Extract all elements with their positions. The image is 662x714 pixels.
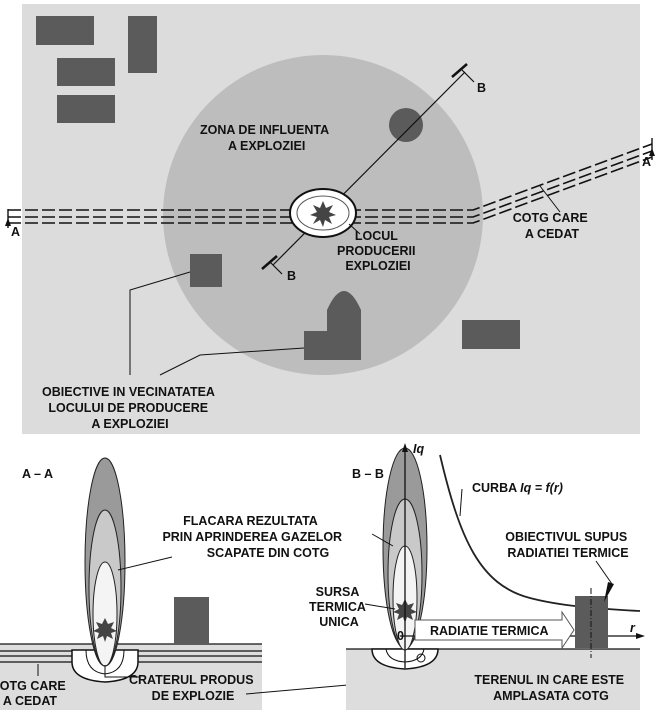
section-arrow-a-left [5, 218, 11, 226]
ground-label: TERENUL IN CARE ESTE AMPLASATA COTG [474, 673, 627, 703]
flame-leader [117, 556, 173, 571]
explosion-leader [348, 223, 361, 235]
x-axis-arrow [636, 633, 645, 639]
source-point-marker [416, 653, 426, 663]
building [57, 95, 115, 123]
crater-leader-left [104, 665, 140, 678]
building [462, 320, 520, 349]
radiation-label: RADIATIE TERMICA [430, 624, 549, 638]
section-aa-explosion-star-icon [93, 618, 117, 642]
zone-label: ZONA DE INFLUENTA A EXPLOZIEI [200, 123, 332, 153]
section-aa: A – A FLACARA REZULTATA PRIN APRINDEREA … [0, 457, 406, 710]
pipe-leader [539, 185, 561, 213]
section-arrow-b-bottom [269, 261, 283, 275]
flame-label: FLACARA REZULTATA PRIN APRINDEREA GAZELO… [162, 514, 345, 560]
y-axis-arrow [402, 443, 408, 452]
radiation-arrow [414, 610, 575, 650]
target-leader [595, 560, 613, 585]
y-axis-label: Iq [413, 442, 424, 456]
section-b-label-top: B [477, 81, 486, 95]
curve-label-prefix: CURBA [472, 481, 520, 495]
building-round [389, 108, 423, 142]
curve-leader [459, 488, 463, 517]
pipeline [8, 143, 653, 224]
section-arrow-a-right [649, 148, 655, 156]
origin-label: 0 [397, 629, 404, 643]
source-q-leader [371, 533, 394, 547]
explosion-site-inner [296, 195, 350, 231]
section-a-label-left: A [11, 225, 20, 239]
section-arrow-b-top [461, 69, 475, 83]
source-leader [364, 603, 396, 610]
curve-label: CURBA Iq = f(r) [472, 481, 563, 495]
section-tick-b-bottom [261, 255, 278, 270]
source-label: SURSA TERMICA UNICA [309, 585, 369, 629]
target-label: OBIECTIVUL SUPUS RADIATIEI TERMICE [505, 530, 631, 560]
section-aa-flame-inner [92, 561, 118, 667]
crater-label: CRATERUL PRODUS DE EXPLOZIE [129, 673, 257, 703]
section-aa-building [174, 597, 209, 644]
building [304, 331, 361, 360]
building [190, 254, 222, 287]
plan-view: B B A A ZONA DE INFLUENTA A EXPLOZIEI LO… [5, 4, 655, 434]
building [57, 58, 115, 86]
x-axis-label: r [630, 621, 636, 635]
building [128, 16, 157, 73]
section-bb: Iq r 0 B – B CURBA Iq = f(r) OBIECTIVUL … [309, 442, 645, 710]
curve-label-formula: Iq = f(r) [520, 481, 563, 495]
section-a-label-right: A [642, 155, 651, 169]
explosion-star-icon [310, 201, 336, 227]
section-tick-b-top [451, 63, 468, 78]
section-aa-title: A – A [22, 467, 53, 481]
pipe-label: COTG CARE A CEDAT [513, 211, 591, 241]
objectives-leader-2 [159, 347, 305, 376]
objectives-leader-1 [129, 271, 191, 375]
objectives-label: OBIECTIVE IN VECINATATEA LOCULUI DE PROD… [42, 385, 218, 431]
building [36, 16, 94, 45]
section-aa-pipe-label: COTG CARE A CEDAT [0, 679, 69, 708]
section-bb-title: B – B [352, 467, 384, 481]
target-leader-arrow [604, 582, 614, 602]
explosion-label: LOCUL PRODUCERII EXPLOZIEI [337, 229, 419, 273]
section-b-label-bottom: B [287, 269, 296, 283]
